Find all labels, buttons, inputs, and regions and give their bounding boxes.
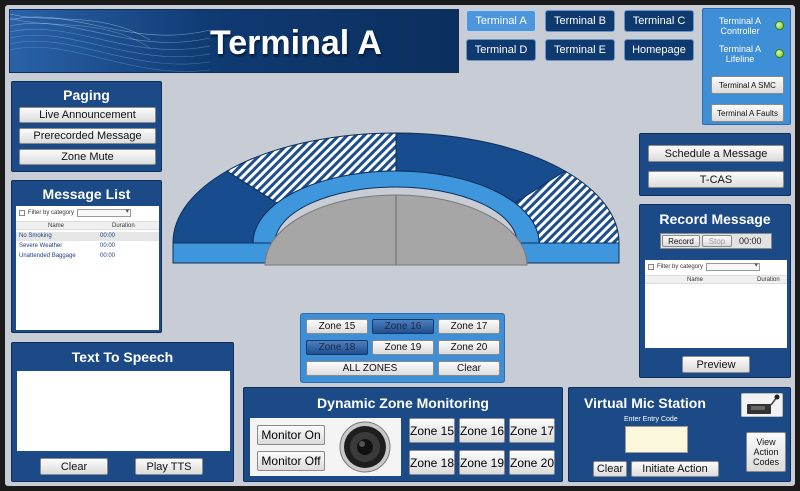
record-title: Record Message <box>659 211 771 227</box>
tab-homepage[interactable]: Homepage <box>624 39 694 61</box>
swirl-decoration <box>10 13 210 72</box>
table-row[interactable]: Unattended Baggage 00:00 <box>16 252 159 261</box>
monitor-zone-20[interactable]: Zone 20 <box>509 450 555 475</box>
monitor-zone-18[interactable]: Zone 18 <box>409 450 455 475</box>
terminal-zone-map <box>172 132 620 266</box>
message-list-table: Filter by category Name Duration No Smok… <box>16 206 159 330</box>
tab-terminal-a[interactable]: Terminal A <box>466 10 536 32</box>
row-name: Unattended Baggage <box>19 253 76 259</box>
monitor-zone-16[interactable]: Zone 16 <box>459 418 505 443</box>
zone-mute-button[interactable]: Zone Mute <box>19 149 156 165</box>
header-banner: Terminal A <box>9 9 459 73</box>
terminal-faults-button[interactable]: Terminal A Faults <box>711 104 784 122</box>
monitor-controls-box: Monitor On Monitor Off <box>250 418 401 476</box>
zone-select-16[interactable]: Zone 16 <box>372 319 434 334</box>
schedule-panel: Schedule a Message T-CAS <box>639 133 791 196</box>
tab-terminal-b[interactable]: Terminal B <box>545 10 615 32</box>
preview-button[interactable]: Preview <box>682 356 750 373</box>
play-tts-button[interactable]: Play TTS <box>135 458 203 475</box>
schedule-message-button[interactable]: Schedule a Message <box>648 145 784 162</box>
record-message-panel: Record Message Record Stop 00:00 Filter … <box>639 204 791 378</box>
tts-textarea[interactable] <box>17 371 230 451</box>
monitor-zone-19[interactable]: Zone 19 <box>459 450 505 475</box>
tts-panel: Text To Speech Clear Play TTS <box>11 342 234 482</box>
record-filter-label: Filter by category <box>657 264 704 270</box>
virtual-mic-title: Virtual Mic Station <box>584 395 706 411</box>
message-filter[interactable]: Filter by category <box>19 207 132 217</box>
dashboard: Terminal A Terminal A Terminal B Termina… <box>5 5 795 486</box>
mic-station-icon <box>741 393 783 417</box>
lifeline-status-led <box>775 49 784 58</box>
center-dome-right[interactable] <box>395 194 528 266</box>
record-button[interactable]: Record <box>662 235 700 247</box>
tab-terminal-d[interactable]: Terminal D <box>466 39 536 61</box>
zone-select-19[interactable]: Zone 19 <box>372 340 434 355</box>
mic-clear-button[interactable]: Clear <box>593 461 627 477</box>
monitoring-panel: Dynamic Zone Monitoring Monitor On Monit… <box>243 387 563 482</box>
row-name: No Smoking <box>19 233 52 239</box>
stop-button[interactable]: Stop <box>702 235 732 247</box>
virtual-mic-panel: Virtual Mic Station Enter Entry Code Cle… <box>568 387 791 482</box>
filter-category-select[interactable] <box>77 207 132 217</box>
table-row[interactable]: No Smoking 00:00 <box>16 232 159 241</box>
column-duration: Duration <box>112 223 135 229</box>
record-filter[interactable]: Filter by category <box>648 261 761 271</box>
table-header-row: Name Duration <box>16 221 159 230</box>
tts-clear-button[interactable]: Clear <box>40 458 108 475</box>
row-duration: 00:00 <box>100 253 116 259</box>
entry-code-input[interactable] <box>625 426 688 453</box>
page-title: Terminal A <box>210 24 382 62</box>
controller-label: Terminal A Controller <box>718 16 762 36</box>
paging-title: Paging <box>63 87 110 103</box>
message-list-panel: Message List Filter by category Name Dur… <box>11 180 162 333</box>
zone-clear-button[interactable]: Clear <box>438 361 500 376</box>
record-filter-checkbox[interactable] <box>648 264 654 270</box>
controller-status-led <box>775 21 784 30</box>
row-duration: 00:00 <box>100 243 116 249</box>
zone-select-17[interactable]: Zone 17 <box>438 319 500 334</box>
zone-select-15[interactable]: Zone 15 <box>306 319 368 334</box>
monitor-on-button[interactable]: Monitor On <box>257 425 325 445</box>
table-row[interactable]: Severe Weather 00:00 <box>16 242 159 251</box>
record-category-select[interactable] <box>706 261 761 271</box>
column-name: Name <box>48 223 65 229</box>
column-name: Name <box>687 277 704 283</box>
tab-terminal-e[interactable]: Terminal E <box>545 39 615 61</box>
status-panel: Terminal A Controller Terminal A Lifelin… <box>702 8 791 125</box>
monitor-zone-15[interactable]: Zone 15 <box>409 418 455 443</box>
column-duration: Duration <box>757 277 780 283</box>
filter-checkbox[interactable] <box>19 210 25 216</box>
ring-base-right <box>516 242 620 264</box>
zone-select-18[interactable]: Zone 18 <box>306 340 368 355</box>
initiate-action-button[interactable]: Initiate Action <box>631 461 719 477</box>
record-timer: 00:00 <box>739 236 762 246</box>
center-dome-left[interactable] <box>264 194 397 266</box>
speaker-icon <box>339 421 391 473</box>
terminal-smc-button[interactable]: Terminal A SMC <box>711 76 784 94</box>
live-announcement-button[interactable]: Live Announcement <box>19 107 156 123</box>
tcas-button[interactable]: T-CAS <box>648 171 784 188</box>
filter-label: Filter by category <box>28 210 75 216</box>
lifeline-label: Terminal A Lifeline <box>718 44 762 64</box>
ring-base-left <box>172 242 276 264</box>
row-name: Severe Weather <box>19 243 63 249</box>
monitor-off-button[interactable]: Monitor Off <box>257 451 325 471</box>
zone-selector-panel: Zone 15 Zone 16 Zone 17 Zone 18 Zone 19 … <box>300 313 505 383</box>
all-zones-button[interactable]: ALL ZONES <box>306 361 434 376</box>
paging-panel: Paging Live Announcement Prerecorded Mes… <box>11 81 162 172</box>
record-table-header: Name Duration <box>645 275 787 284</box>
record-list-table: Filter by category Name Duration <box>645 260 787 348</box>
zone-select-20[interactable]: Zone 20 <box>438 340 500 355</box>
prerecorded-message-button[interactable]: Prerecorded Message <box>19 128 156 144</box>
monitor-zone-17[interactable]: Zone 17 <box>509 418 555 443</box>
message-list-title: Message List <box>42 186 131 202</box>
entry-code-label: Enter Entry Code <box>624 416 678 423</box>
row-duration: 00:00 <box>100 233 116 239</box>
tab-terminal-c[interactable]: Terminal C <box>624 10 694 32</box>
record-controls: Record Stop 00:00 <box>660 233 772 249</box>
monitoring-title: Dynamic Zone Monitoring <box>317 395 489 411</box>
view-action-codes-button[interactable]: View Action Codes <box>746 432 786 472</box>
tts-title: Text To Speech <box>71 349 174 365</box>
